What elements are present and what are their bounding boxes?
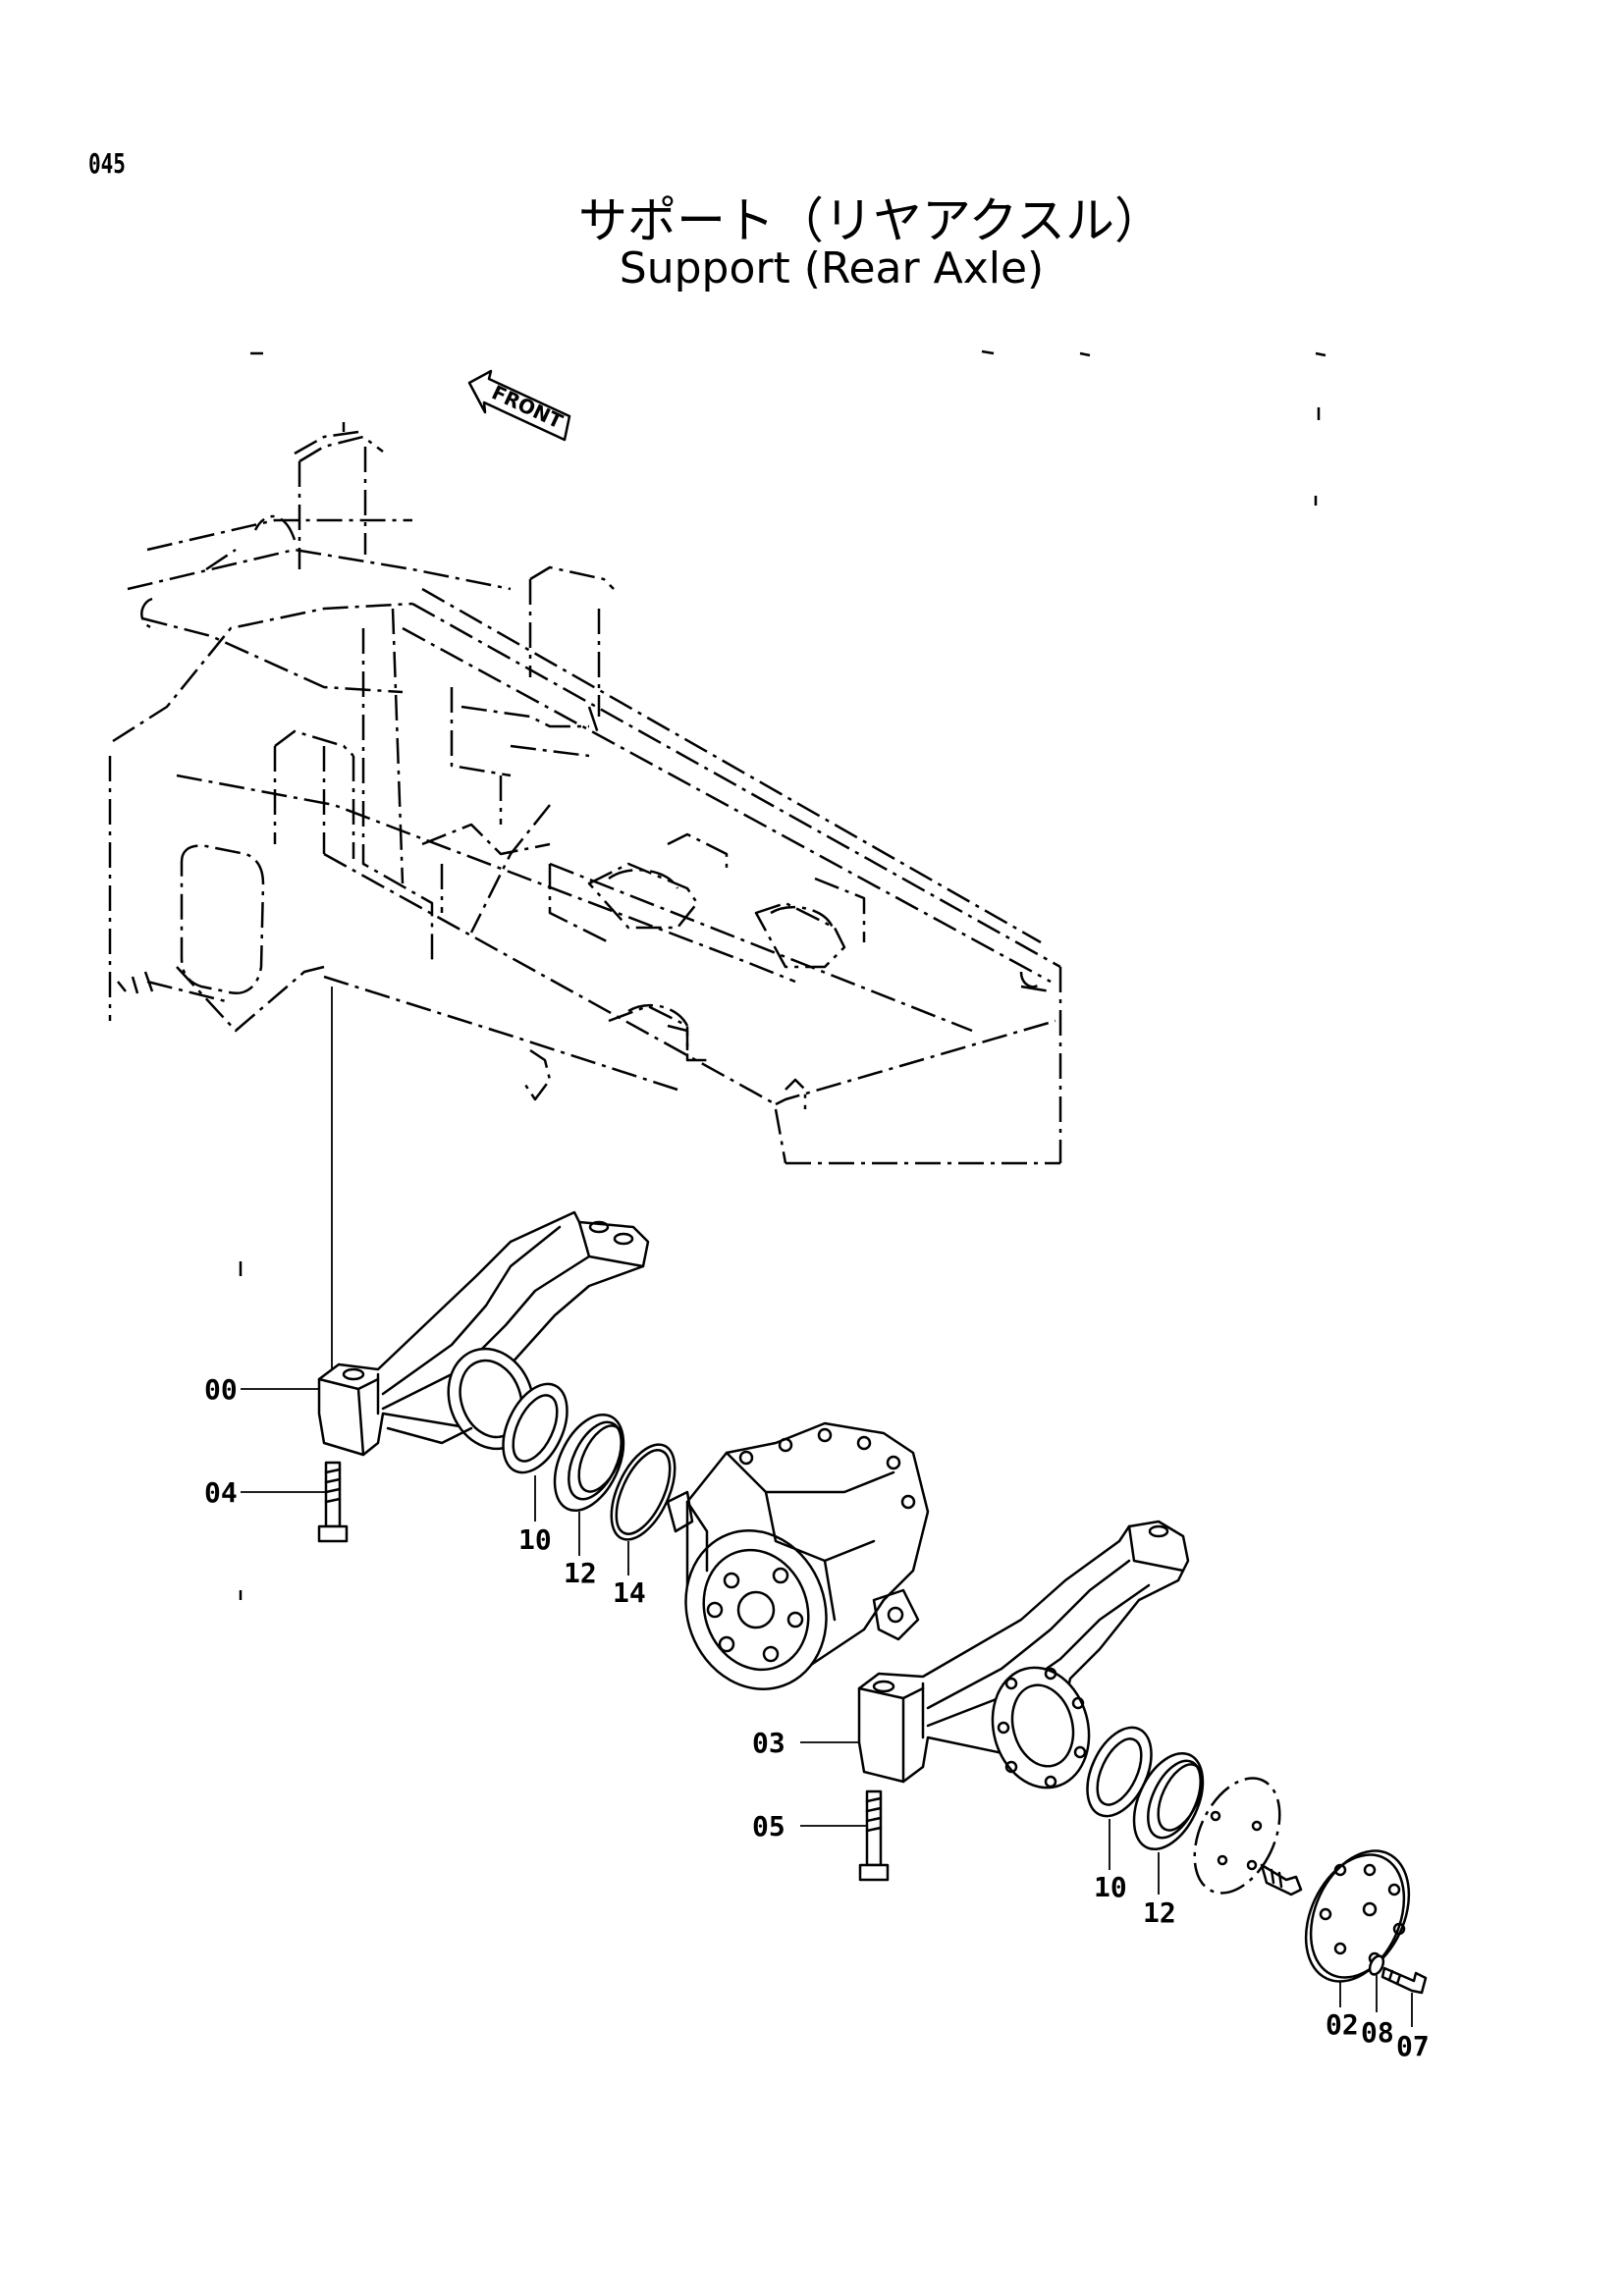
part-callouts: 00 04 10 12 14 03 05 10 12 02 08 07 bbox=[204, 1373, 1430, 2062]
front-arrow-icon: FRONT bbox=[467, 369, 571, 442]
cover-02-part bbox=[1304, 1849, 1411, 1983]
callout-12-lower: 12 bbox=[1143, 1896, 1176, 1929]
support-right-part bbox=[857, 1520, 1190, 1789]
callout-07: 07 bbox=[1396, 2030, 1430, 2062]
page-title-japanese: サポート（リヤアクスル） bbox=[578, 192, 1164, 249]
axle-housing-part bbox=[666, 1421, 930, 1690]
bolt-07-part bbox=[1368, 1954, 1428, 1995]
page-title-english: Support (Rear Axle) bbox=[619, 243, 1045, 294]
callout-10-lower: 10 bbox=[1094, 1871, 1127, 1903]
callout-leaders bbox=[241, 1388, 1413, 2027]
bolt-04-part bbox=[317, 1461, 349, 1543]
callout-05: 05 bbox=[752, 1810, 785, 1842]
bolt-05-part bbox=[858, 1789, 890, 1882]
seal-rings-upper bbox=[502, 1382, 677, 1541]
machine-frame-outline bbox=[108, 349, 1326, 1600]
callout-02: 02 bbox=[1326, 2008, 1359, 2041]
page-number: 045 bbox=[88, 147, 126, 180]
callout-14: 14 bbox=[613, 1576, 646, 1609]
callout-12-upper: 12 bbox=[564, 1557, 597, 1589]
front-marker-label: FRONT bbox=[488, 380, 567, 433]
callout-04: 04 bbox=[204, 1476, 238, 1509]
support-left-part bbox=[317, 1210, 650, 1457]
callout-00: 00 bbox=[204, 1373, 238, 1406]
callout-08: 08 bbox=[1361, 2016, 1394, 2049]
seal-rings-lower bbox=[1086, 1726, 1205, 1851]
shim-plate-part bbox=[1193, 1777, 1303, 1896]
callout-03: 03 bbox=[752, 1727, 785, 1759]
callout-10-upper: 10 bbox=[518, 1523, 552, 1556]
